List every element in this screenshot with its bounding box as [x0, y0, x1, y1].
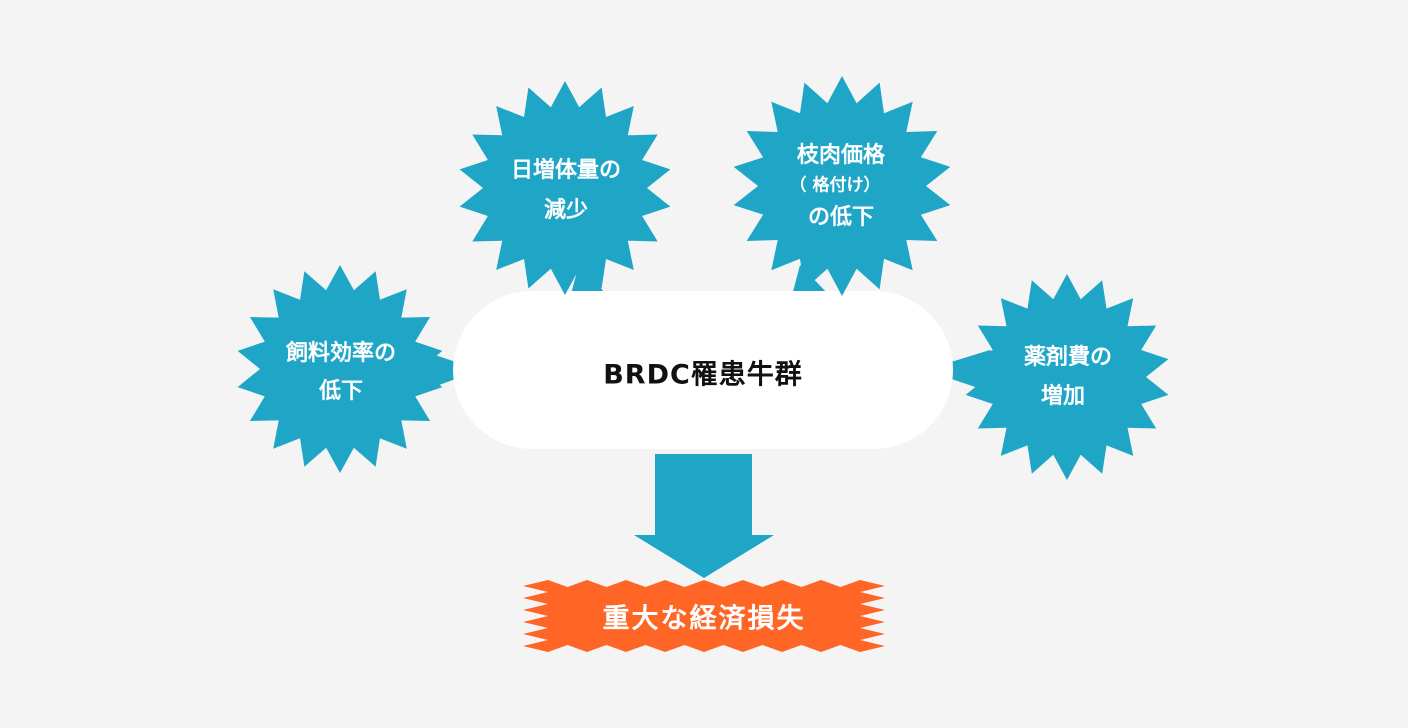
- center-cloud: [453, 291, 953, 449]
- medicine-cost-label-line1: 薬剤費の: [1023, 345, 1113, 370]
- feed-efficiency-burst: [237, 265, 443, 473]
- down-arrow: [634, 454, 774, 578]
- result-label: 重大な経済損失: [602, 603, 806, 635]
- weight-gain-label-line2: 減少: [543, 198, 589, 223]
- carcass-price-label-line2: （ 格付け）: [789, 175, 881, 196]
- medicine-cost-burst: [965, 274, 1169, 480]
- weight-gain-burst: [459, 81, 671, 295]
- center-label: BRDC罹患牛群: [603, 359, 803, 391]
- feed-efficiency-label-line1: 飼料効率の: [285, 341, 397, 366]
- carcass-price-label-line1: 枝肉価格: [796, 143, 886, 168]
- feed-efficiency-label-line2: 低下: [318, 379, 364, 404]
- result-banner: [523, 580, 885, 652]
- weight-gain-label-line1: 日増体量の: [510, 158, 622, 183]
- carcass-price-burst: [733, 76, 951, 296]
- medicine-cost-label-line2: 増加: [1040, 384, 1086, 409]
- carcass-price-label-line3: の低下: [807, 205, 875, 230]
